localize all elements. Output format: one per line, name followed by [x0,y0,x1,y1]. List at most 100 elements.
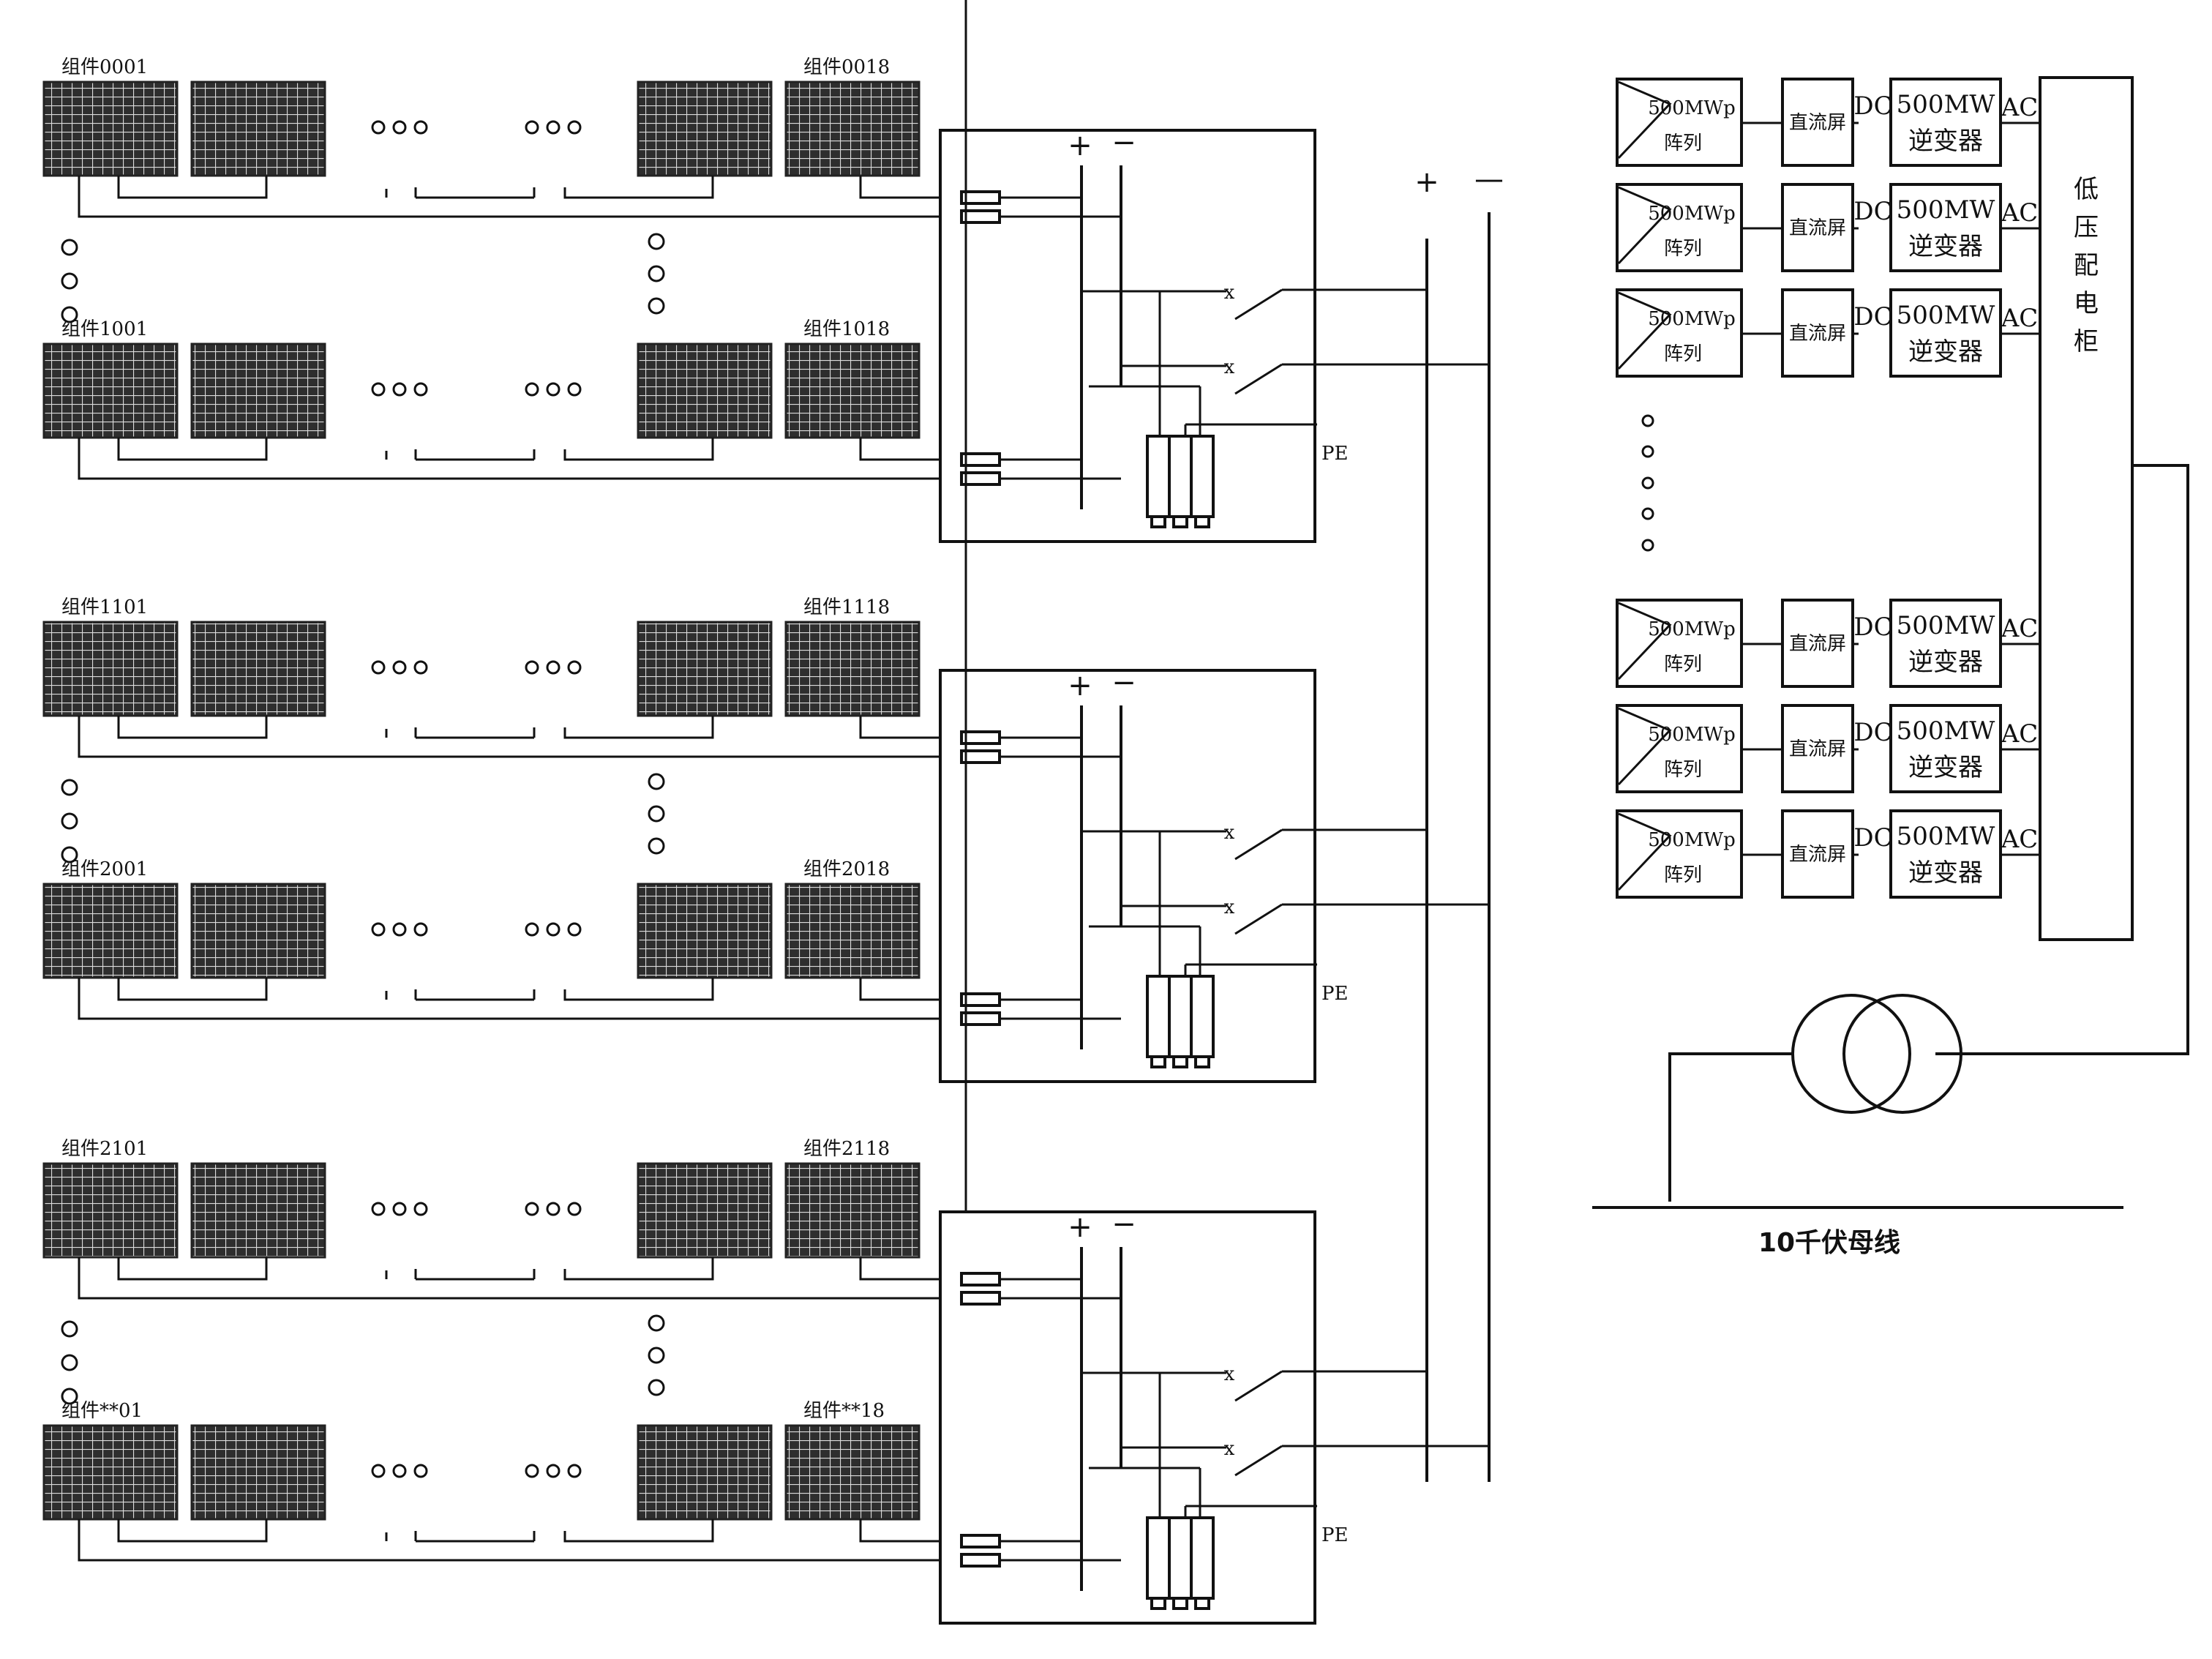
series-link [117,1519,268,1543]
ellipsis-dot [525,120,539,135]
ac-label: AC [2001,719,2039,749]
switch-mark: x [1224,1363,1235,1385]
pv-module [637,883,773,979]
pv-module [784,1162,921,1259]
string-fuse [960,749,1001,764]
pv-module [42,621,179,717]
series-link [563,978,714,1001]
inverter-label: 500MW [1897,611,1995,640]
ellipsis-dot [413,922,428,937]
combiner-plus: + [1068,669,1092,703]
continuation-dot [1641,414,1654,427]
surge-protector [1168,435,1193,518]
ellipsis-dot [371,922,386,937]
inverter-box [1889,704,2002,793]
pv-array-symbol [1617,291,1672,370]
pv-array-symbol [1617,80,1672,160]
continuation-dot [61,1354,78,1371]
series-link [117,438,268,461]
module-label-end: 组件2118 [803,1138,890,1160]
continuation-dot [61,1320,78,1338]
array-label: 阵列 [1664,864,1702,886]
array-label: 500MWp [1648,203,1736,225]
switch-mark: x [1224,282,1235,304]
module-label-start: 组件2101 [61,1138,148,1160]
pv-array-symbol [1617,812,1672,891]
disconnect-blade [1234,828,1283,861]
ellipsis-dot [413,660,428,675]
lv-distribution-cabinet [2039,76,2134,941]
ellipsis-dot [371,1202,386,1216]
string-return-wire [78,176,966,218]
ellipsis-dot [567,1464,582,1478]
dc-screen-label: 直流屏 [1789,633,1846,655]
continuation-dot [61,272,78,290]
pv-module [784,80,921,177]
inverter-label: 逆变器 [1908,753,1983,782]
surge-protector-base [1172,515,1188,528]
combiner-box [939,129,1316,543]
series-link [563,438,714,461]
pv-module [42,1424,179,1521]
pv-array-box [1616,183,1743,272]
module-label-end: 组件1018 [803,318,890,340]
combiner-minus: − [1111,1207,1136,1241]
inverter-label: 500MW [1897,822,1995,851]
pv-module [190,1162,326,1259]
disconnect-blade [1234,363,1283,395]
array-label: 500MWp [1648,308,1736,330]
combiner-minus: − [1111,126,1136,160]
surge-protector-base [1150,1055,1166,1068]
switch-mark: x [1224,356,1235,378]
inverter-box [1889,183,2002,272]
array-label: 阵列 [1664,343,1702,365]
pv-module [637,80,773,177]
module-label-start: 组件1001 [61,318,148,340]
combiner-box [939,1210,1316,1625]
pv-array-box [1616,599,1743,688]
inverter-box [1889,78,2002,167]
array-label: 500MWp [1648,724,1736,746]
pv-module [784,621,921,717]
pv-array-symbol [1617,602,1672,681]
ellipsis-dot [392,1464,407,1478]
surge-protector [1146,435,1171,518]
pe-label: PE [1321,983,1348,1005]
continuation-dot [61,239,78,256]
dc-label: DC [1853,718,1892,747]
array-label: 500MWp [1648,97,1736,119]
ellipsis-dot [525,1202,539,1216]
disconnect-blade [1234,1445,1283,1477]
ellipsis-dot [413,1464,428,1478]
array-label: 500MWp [1648,618,1736,640]
disconnect-blade [1234,903,1283,935]
ellipsis-dot [546,1464,561,1478]
pv-module [637,621,773,717]
dc-screen-box [1781,78,1854,167]
pv-module [42,1162,179,1259]
ellipsis-dot [525,382,539,397]
pv-module [42,883,179,979]
inverter-label: 逆变器 [1908,127,1983,156]
continuation-dot [1641,507,1654,520]
ellipsis-dot [525,1464,539,1478]
pv-array-box [1616,704,1743,793]
string-fuse [960,1291,1001,1306]
dc-bus: +— [1414,162,1504,1482]
series-link [117,978,268,1001]
switch-mark: x [1224,896,1235,918]
continuation-dot [61,779,78,796]
lv-cabinet-label: 低 [2074,175,2099,204]
ellipsis-dot [567,120,582,135]
pe-label: PE [1321,1524,1348,1546]
series-link [117,176,268,199]
surge-protector [1190,975,1215,1058]
series-link [859,0,967,1543]
ac-label: AC [2001,614,2039,643]
string-return-wire [78,1519,966,1562]
